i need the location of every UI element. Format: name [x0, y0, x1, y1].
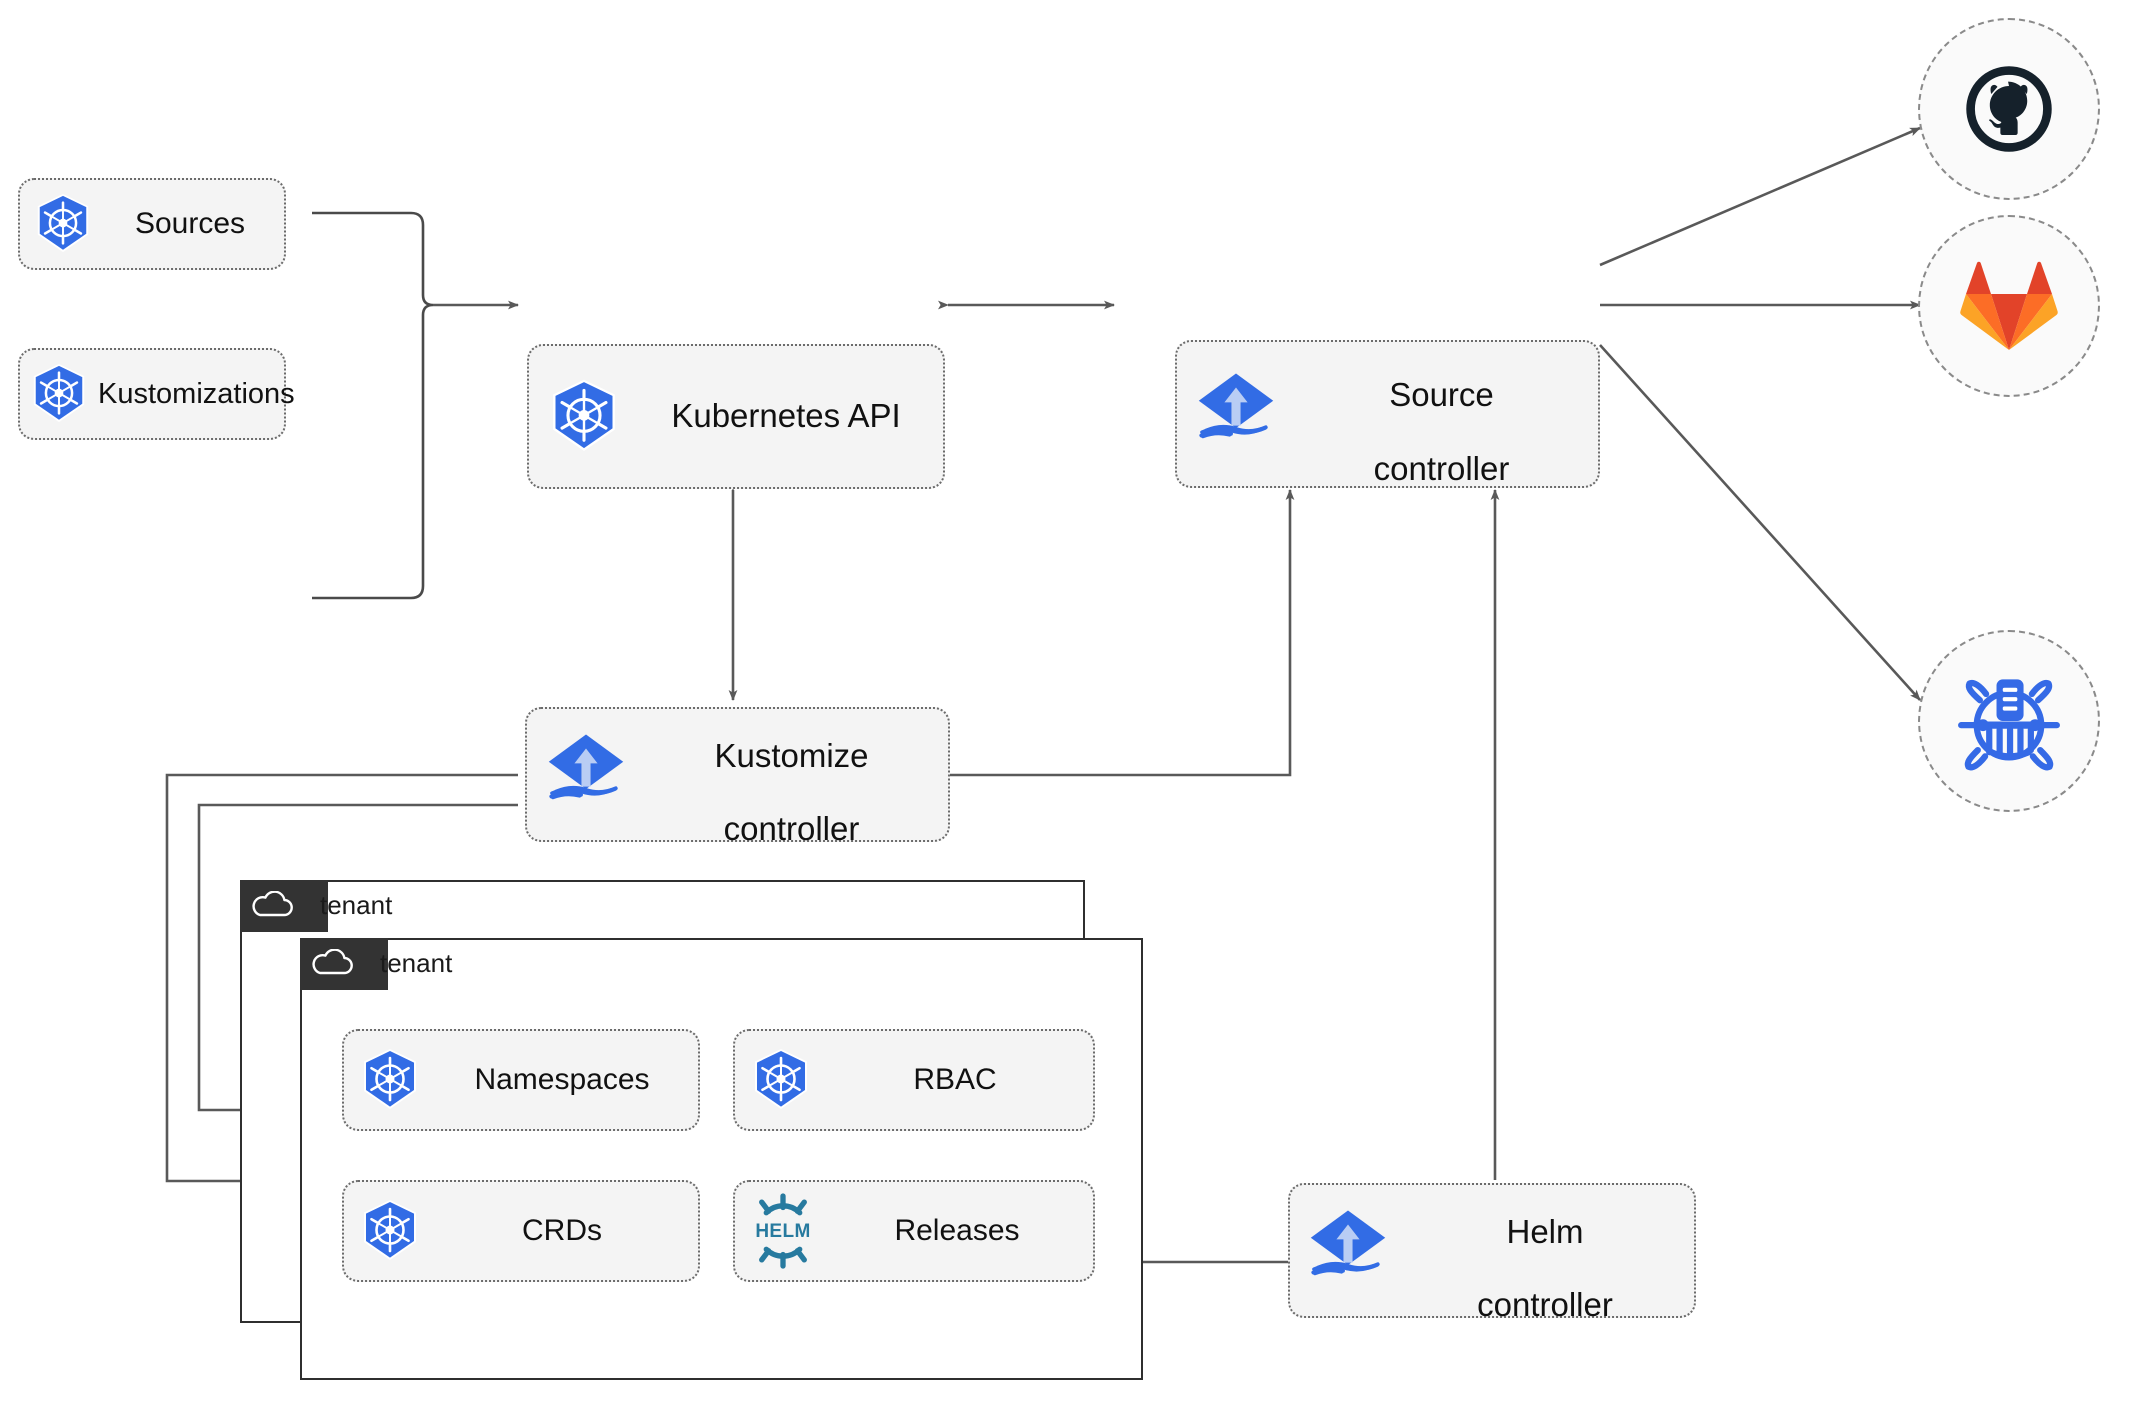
- edge-kustomize-tenant-back: [165, 773, 518, 1186]
- kubernetes-icon: [344, 1198, 436, 1264]
- flux-icon: [1177, 371, 1295, 457]
- node-crds-label: CRDs: [522, 1214, 602, 1248]
- node-sources-label: Sources: [134, 207, 246, 241]
- helm-controller-line2: controller: [1477, 1286, 1613, 1324]
- node-source-controller[interactable]: Source controller: [1175, 340, 1600, 488]
- tenant-container-front[interactable]: tenant: [299, 937, 1143, 1380]
- svg-text:HELM: HELM: [755, 1221, 810, 1242]
- node-kubernetes-api[interactable]: Kubernetes API: [527, 344, 945, 489]
- provider-gitlab[interactable]: [1918, 215, 2100, 397]
- node-rbac[interactable]: RBAC: [733, 1029, 1095, 1131]
- bracket-path: [312, 211, 434, 600]
- cloud-icon: [251, 890, 293, 916]
- github-icon: [1966, 66, 2052, 152]
- node-rbac-label: RBAC: [913, 1063, 997, 1097]
- node-namespaces-label: Namespaces: [474, 1063, 650, 1097]
- node-kubernetes-api-label: Kubernetes API: [671, 397, 901, 435]
- node-source-controller-label: Source controller: [1295, 340, 1598, 488]
- tenant-front-label: tenant: [380, 948, 453, 978]
- kubernetes-icon: [20, 192, 106, 256]
- source-controller-line2: controller: [1373, 449, 1510, 487]
- node-releases-label: Releases: [894, 1214, 1020, 1248]
- tenant-front-tab: [299, 937, 388, 990]
- node-namespaces[interactable]: Namespaces: [342, 1029, 700, 1131]
- tenant-back-label: tenant: [320, 890, 393, 920]
- provider-github[interactable]: [1918, 18, 2100, 200]
- edge-source-github: [1599, 126, 1921, 267]
- flux-icon: [527, 732, 645, 818]
- edge-source-bucket: [1599, 344, 1921, 701]
- kubernetes-icon: [20, 362, 98, 426]
- bucket-icon: [1958, 679, 2060, 771]
- node-kustomizations[interactable]: Kustomizations: [18, 348, 295, 440]
- source-controller-line1: Source: [1389, 376, 1494, 414]
- node-kustomizations-label: Kustomizations: [98, 377, 295, 410]
- node-helm-controller-label: Helm controller: [1406, 1177, 1694, 1325]
- edge-kustomize-source: [948, 489, 1295, 777]
- helm-controller-line1: Helm: [1506, 1212, 1584, 1250]
- kubernetes-icon: [529, 377, 639, 456]
- node-sources[interactable]: Sources: [18, 178, 286, 270]
- flux-icon: [1290, 1208, 1406, 1294]
- kubernetes-icon: [344, 1047, 436, 1113]
- node-kustomize-controller-label: Kustomize controller: [645, 701, 948, 849]
- tenant-back-tab: [239, 879, 328, 932]
- helm-icon: HELM: [735, 1193, 831, 1269]
- provider-bucket[interactable]: [1918, 630, 2100, 812]
- node-crds[interactable]: CRDs: [342, 1180, 700, 1282]
- kustomize-controller-line2: controller: [723, 810, 860, 848]
- node-kustomize-controller[interactable]: Kustomize controller: [525, 707, 950, 847]
- kustomize-controller-line1: Kustomize: [714, 736, 869, 774]
- node-helm-controller[interactable]: Helm controller: [1288, 1183, 1696, 1323]
- gitlab-icon: [1960, 261, 2058, 350]
- cloud-icon: [311, 948, 353, 974]
- kubernetes-icon: [735, 1047, 827, 1113]
- node-releases[interactable]: HELM Releases: [733, 1180, 1095, 1282]
